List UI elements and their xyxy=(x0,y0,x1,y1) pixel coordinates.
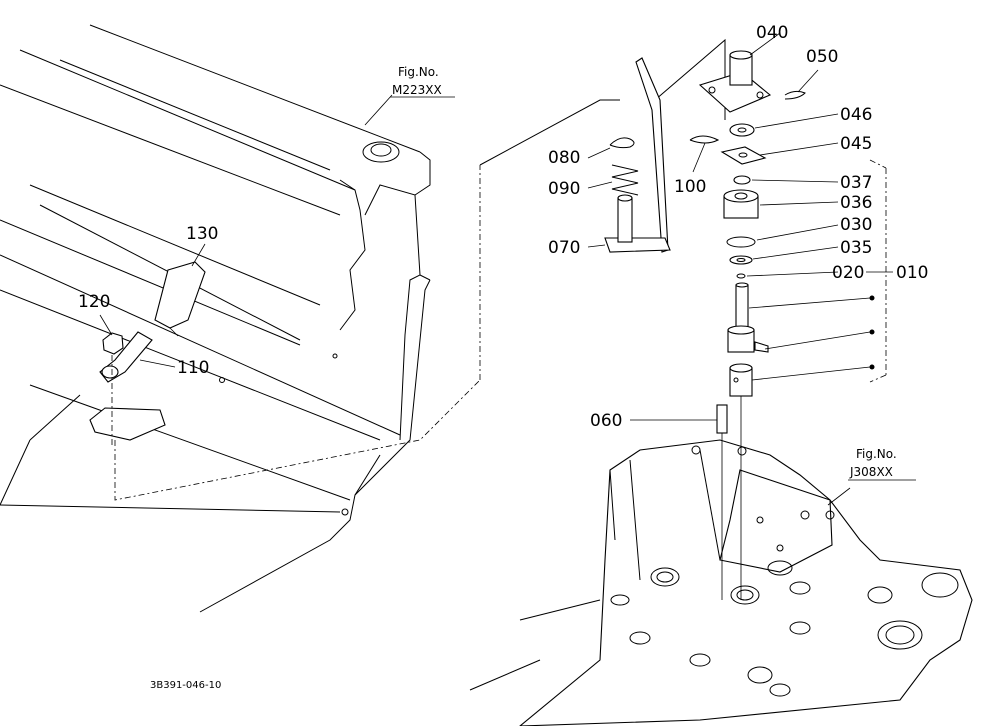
figure-ref-1-line2: M223XX xyxy=(392,83,442,97)
callout-130: 130 xyxy=(186,224,218,244)
valve-body xyxy=(469,439,973,726)
callout-060: 060 xyxy=(590,411,622,431)
callout-050: 050 xyxy=(806,47,838,67)
callout-036: 036 xyxy=(840,193,872,213)
floor-panel xyxy=(0,24,481,613)
callout-030: 030 xyxy=(840,215,872,235)
callout-090: 090 xyxy=(548,179,580,199)
callout-045: 045 xyxy=(840,134,872,154)
figure-ref-j308xx: Fig.No. J308XX xyxy=(848,447,916,481)
detent-link-assembly xyxy=(604,57,671,253)
shift-lever-assembly xyxy=(99,261,206,445)
callout-070: 070 xyxy=(548,238,580,258)
figure-ref-m223xx: Fig.No. M223XX xyxy=(390,65,455,98)
callout-040: 040 xyxy=(756,23,788,43)
figure-ref-1-line1: Fig.No. xyxy=(398,65,439,79)
callout-037: 037 xyxy=(840,173,872,193)
callout-046: 046 xyxy=(840,105,872,125)
figure-ref-2-line1: Fig.No. xyxy=(856,447,897,461)
callout-020: 020 xyxy=(832,263,864,283)
callout-labels: 040 050 046 045 037 036 030 035 020 010 … xyxy=(78,23,928,431)
drawing-number: 3B391-046-10 xyxy=(150,680,221,691)
callout-120: 120 xyxy=(78,292,110,312)
leader-lines xyxy=(99,32,893,506)
control-spool-stack xyxy=(689,50,806,600)
callout-035: 035 xyxy=(840,238,872,258)
figure-ref-2-line2: J308XX xyxy=(849,465,893,479)
callout-080: 080 xyxy=(548,148,580,168)
callout-100: 100 xyxy=(674,177,706,197)
callout-010: 010 xyxy=(896,263,928,283)
reference-frame xyxy=(479,38,726,166)
group-bracket-010 xyxy=(869,159,887,383)
callout-110: 110 xyxy=(177,358,209,378)
